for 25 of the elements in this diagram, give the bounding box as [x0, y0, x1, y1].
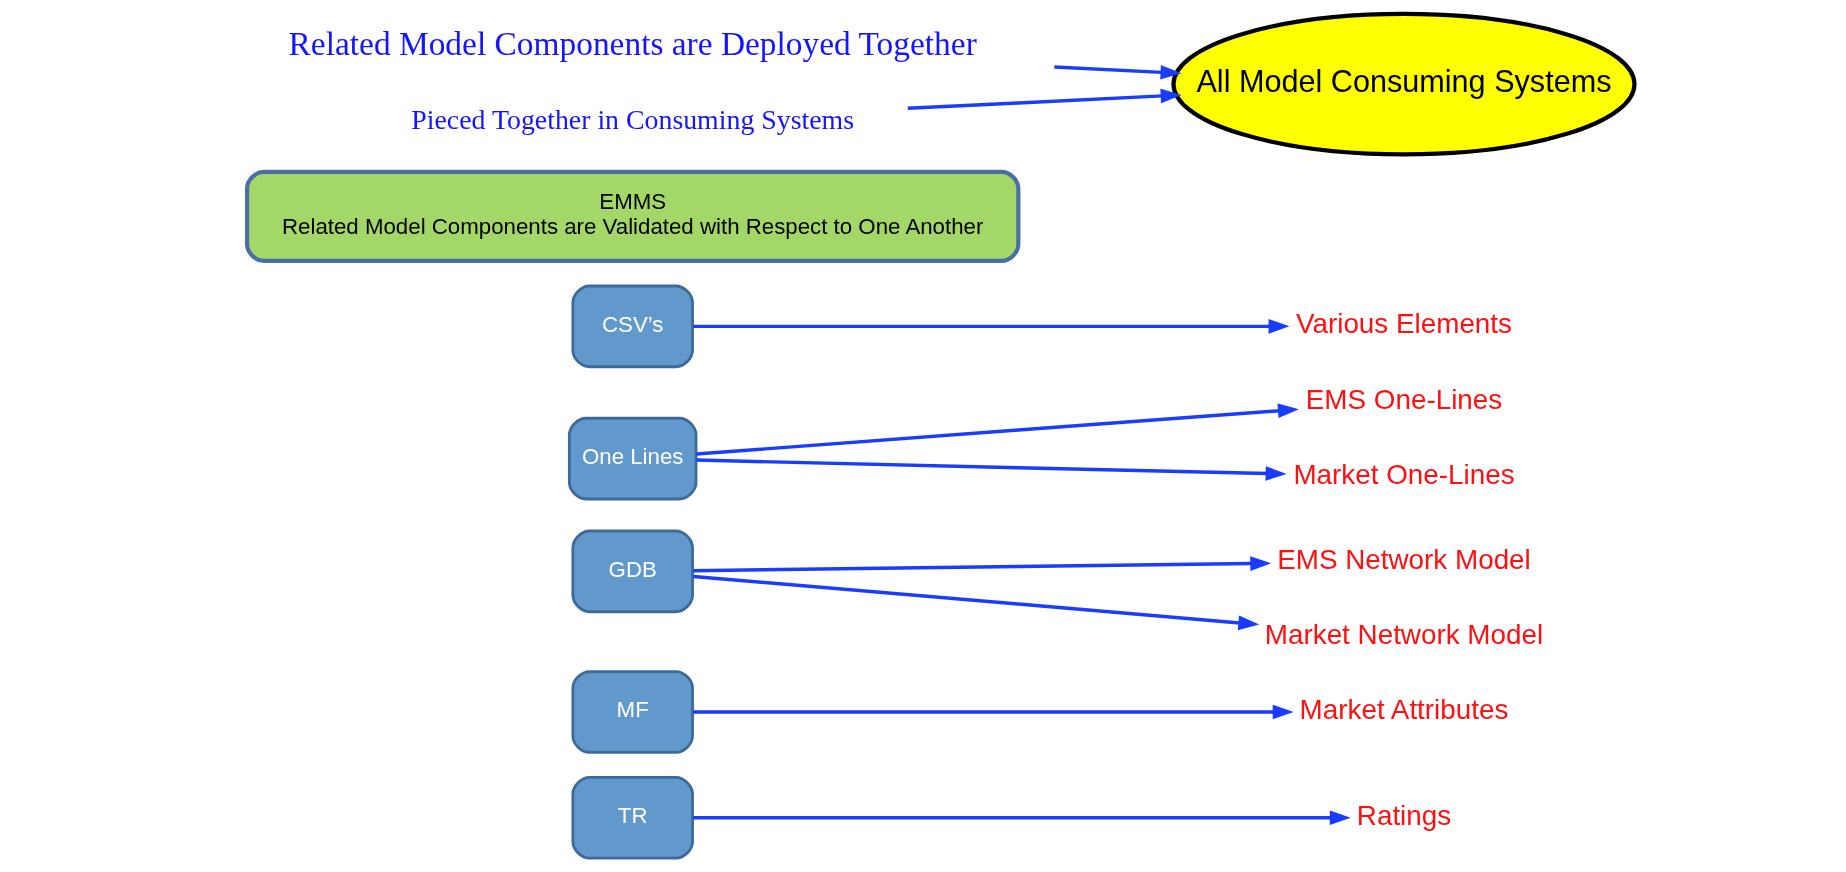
node-text: Pieced Together in Consuming Systems	[411, 103, 855, 135]
node-text: Various Elements	[1295, 308, 1512, 340]
arrow	[693, 556, 1272, 573]
node-text: Market One-Lines	[1293, 458, 1515, 490]
node-box: CSV’s	[571, 284, 694, 369]
arrow	[907, 88, 1182, 111]
arrow	[693, 810, 1351, 826]
node-box: MF	[571, 670, 694, 754]
node-ellipse: All Model Consuming Systems	[1171, 11, 1637, 157]
arrow	[1054, 64, 1182, 80]
node-text: EMS One-Lines	[1305, 383, 1503, 415]
node-box: EMMS Related Model Components are Validated with Respect to One Another	[245, 169, 1021, 264]
node-box: GDB	[571, 529, 694, 614]
arrow	[693, 704, 1294, 720]
arrow	[693, 319, 1290, 334]
node-text: EMS Network Model	[1277, 543, 1531, 575]
node-text: Market Network Model	[1264, 618, 1544, 650]
node-text: Related Model Components are Deployed Together	[288, 25, 977, 63]
arrow	[696, 458, 1287, 481]
node-box: One Lines	[567, 416, 698, 501]
node-text: Ratings	[1356, 799, 1452, 831]
node-text: Market Attributes	[1299, 693, 1509, 725]
arrow	[696, 403, 1299, 456]
node-box: TR	[571, 776, 694, 860]
arrow	[692, 574, 1260, 631]
